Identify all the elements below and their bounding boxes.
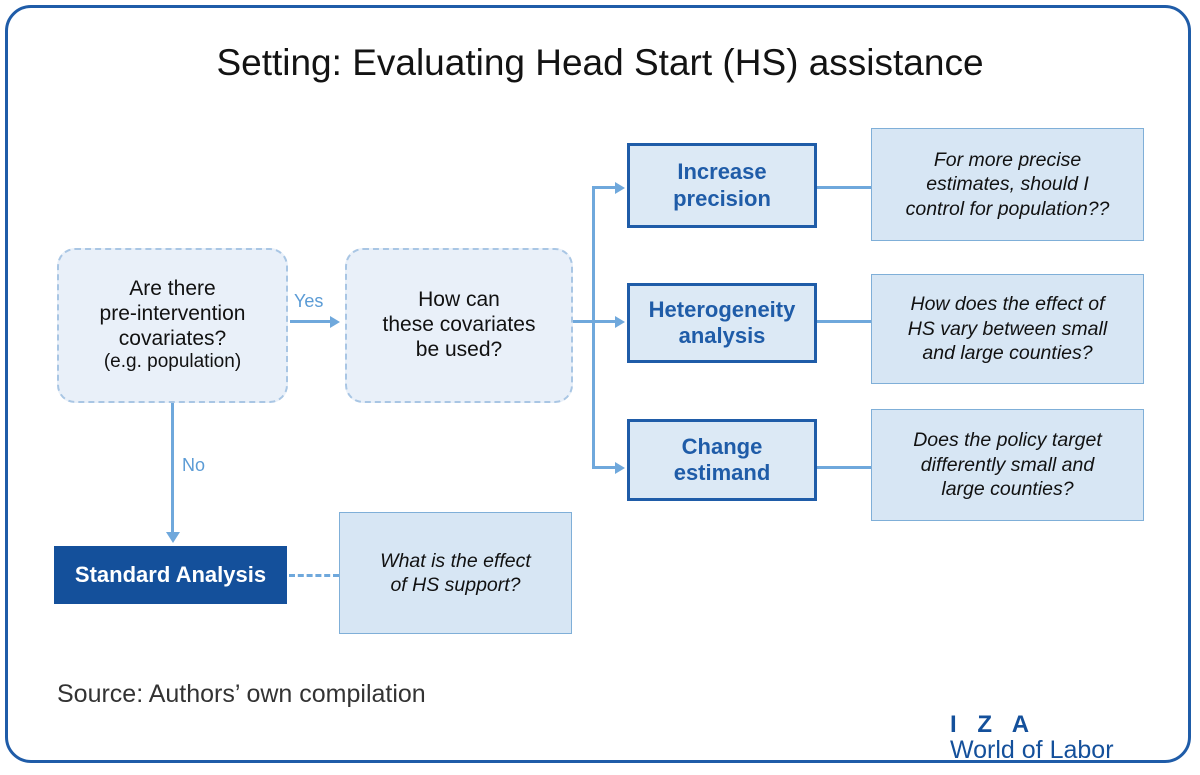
question-standard-analysis: What is the effect of HS support? (339, 512, 572, 634)
figure-border-logo-gap (942, 742, 1148, 754)
action-heterogeneity-analysis: Heterogeneity analysis (627, 283, 817, 363)
action-heterogeneity-line2: analysis (678, 323, 766, 348)
question-3-line2: differently small and (920, 453, 1095, 476)
question-2-line3: and large counties? (922, 342, 1093, 365)
branch-stub-line (573, 320, 595, 323)
source-note: Source: Authors’ own compilation (57, 680, 426, 708)
branch-1-line (592, 186, 618, 189)
decision-how-used: How can these covariates be used? (345, 248, 573, 403)
figure-title: Setting: Evaluating Head Start (HS) assi… (216, 42, 984, 83)
branch-2-arrowhead-icon (615, 315, 625, 328)
question-3-line1: Does the policy target (913, 429, 1102, 452)
branch-trunk-line (592, 186, 595, 468)
connector-standard-dashed-line (289, 574, 339, 577)
branch-3-line (592, 466, 618, 469)
question-change-estimand: Does the policy target differently small… (871, 409, 1144, 521)
decision-covariates-line2: pre-intervention (99, 301, 246, 325)
edge-label-yes: Yes (294, 291, 324, 311)
question-standard-line1: What is the effect (380, 549, 531, 572)
connector-1-line (817, 186, 873, 189)
decision-how-used-line1: How can (418, 288, 500, 312)
edge-no-line (171, 403, 174, 534)
question-standard-line2: of HS support? (390, 574, 521, 596)
question-heterogeneity-analysis: How does the effect of HS vary between s… (871, 274, 1144, 384)
edge-no-arrowhead-icon (165, 532, 180, 543)
decision-covariates: Are there pre-intervention covariates? (… (57, 248, 288, 403)
logo-line-world-of-labor: World of Labor (950, 736, 1114, 765)
edge-yes-arrowhead-icon (330, 315, 340, 328)
question-increase-precision: For more precise estimates, should I con… (871, 128, 1144, 241)
action-change-estimand-line1: Change (681, 433, 763, 459)
connector-2-line (817, 320, 873, 323)
terminal-standard-analysis-label: Standard Analysis (74, 562, 267, 587)
logo-line-iza: I Z A (950, 711, 1037, 738)
terminal-standard-analysis: Standard Analysis (54, 546, 287, 604)
connector-3-line (817, 466, 873, 469)
decision-how-used-line3: be used? (415, 337, 503, 361)
question-1-line3: control for population?? (905, 197, 1110, 220)
action-change-estimand: Change estimand (627, 419, 817, 501)
edge-yes-line (290, 320, 332, 323)
question-1-line2: estimates, should I (926, 173, 1089, 196)
decision-covariates-line1: Are there (129, 277, 216, 301)
question-1-line1: For more precise (933, 148, 1082, 171)
question-3-line3: large counties? (941, 478, 1074, 501)
action-increase-precision: Increase precision (627, 143, 817, 228)
branch-2-line (592, 320, 618, 323)
action-heterogeneity-line1: Heterogeneity (648, 296, 796, 322)
decision-how-used-line2: these covariates (382, 313, 536, 337)
edge-label-no: No (182, 455, 206, 475)
branch-3-arrowhead-icon (615, 461, 625, 474)
decision-covariates-subtext: (e.g. population) (103, 351, 242, 373)
iza-world-of-labor-logo: I Z A World of Labor (950, 712, 1150, 765)
decision-covariates-line3: covariates? (118, 326, 227, 350)
action-increase-precision-line2: precision (673, 185, 771, 211)
action-change-estimand-line2: estimand (673, 460, 771, 485)
action-increase-precision-line1: Increase (677, 159, 767, 185)
branch-1-arrowhead-icon (615, 181, 625, 194)
question-2-line1: How does the effect of (910, 293, 1105, 316)
question-2-line2: HS vary between small (907, 317, 1108, 340)
